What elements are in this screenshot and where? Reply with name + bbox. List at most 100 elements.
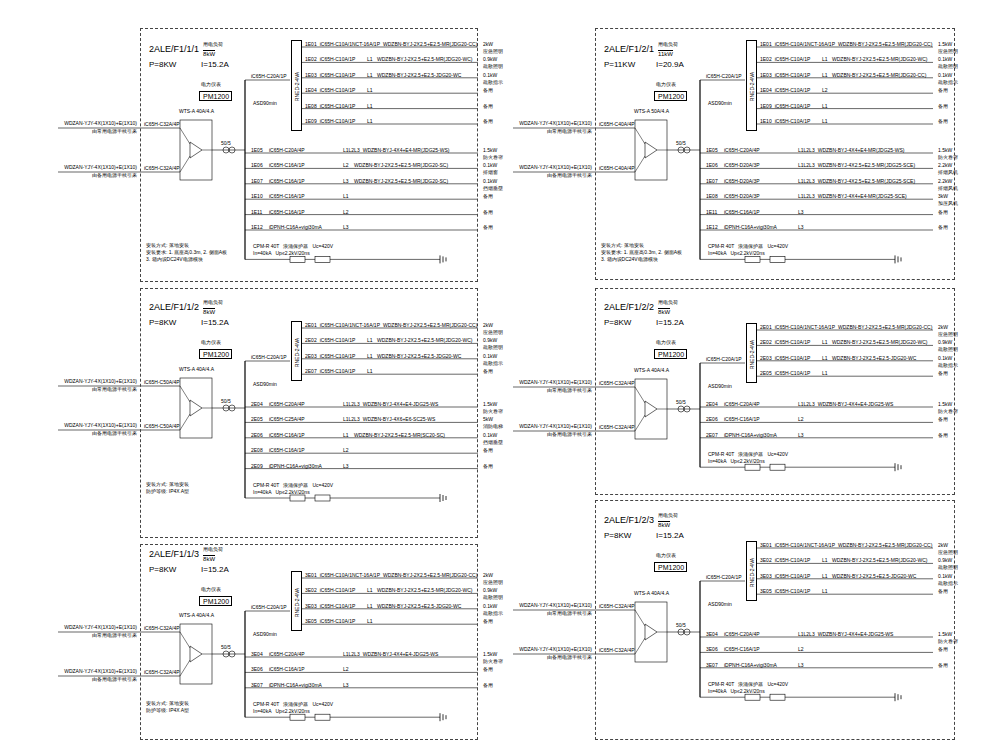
- load-power: 0.1kW: [483, 163, 497, 168]
- load-use: 应急照明: [483, 580, 503, 585]
- load-use: 备用: [483, 464, 493, 469]
- load-use: 备用: [938, 88, 948, 93]
- circuit-number: 1E03: [760, 73, 772, 78]
- load-label: 用电负荷: [658, 301, 678, 306]
- circuit-number: 2E06: [706, 417, 718, 422]
- phase-label: L1: [822, 73, 828, 78]
- load-power: 0.9kW: [483, 338, 497, 343]
- breaker-model: iC65H-C10A/1P: [320, 104, 356, 109]
- wire: [700, 363, 745, 364]
- ground-symbol: [898, 256, 899, 262]
- spd-voltage: Uc=420V: [312, 702, 333, 707]
- ats-contact: [180, 386, 190, 402]
- phase-label: L2: [343, 667, 349, 672]
- load-power: 0.9kW: [483, 588, 497, 593]
- ats-symbol: [645, 142, 657, 158]
- load-use: 疏散照明: [483, 64, 503, 69]
- wire: [667, 409, 700, 410]
- spd-element: [745, 464, 760, 470]
- ats-contact: [657, 632, 667, 633]
- cable-spec: WDZBN-BYJ-2X2.5+E2.5-MR(JDG20-SC): [354, 179, 448, 184]
- ats-model: WTS-A 50A/4.A: [634, 109, 669, 114]
- cable-spec: WDZBN-BYJ-2X2.5+E2.5-MR(JDG20-WC): [832, 340, 927, 345]
- current-transformer: [229, 147, 235, 153]
- breaker-model: iC65H-C10A/1NCT-16A/1P: [320, 323, 380, 328]
- incoming-cable: WDZAN-YJY-4X(1X10)+E(1X10): [64, 669, 137, 674]
- circuit-number: 1E06: [251, 163, 263, 168]
- wire: [667, 150, 700, 151]
- load-use: 备用: [938, 663, 948, 668]
- spd-voltage: Uc=420V: [312, 244, 333, 249]
- spd-model: CPM-R 40T: [253, 702, 279, 707]
- cable-spec: WDZBN-BYJ-4X4+E4-MR(JDG25-WS): [818, 148, 905, 153]
- circuit-number: 2E02: [305, 338, 317, 343]
- breaker-model: iC65H-C10A/1NCT-16A/1P: [320, 42, 380, 47]
- incoming-cable: WDZAN-YJY-4X(1X10)+E(1X10): [519, 424, 592, 429]
- wire: [58, 676, 180, 677]
- meter-label: 电力仪表: [201, 341, 221, 346]
- circuit-number: 1E05: [251, 148, 263, 153]
- main-bus: [244, 611, 245, 717]
- load-label: 用电负荷: [203, 301, 223, 306]
- current-transformer: [678, 406, 684, 412]
- spd-element: [315, 714, 330, 720]
- ats-switch: [180, 378, 212, 438]
- cable-spec: WDZBN-BYJ-2X2.5+E2.5-MR(JDG20-CC): [383, 573, 477, 578]
- distribution-panel: 2ALE/F1/2/3用电负荷8kWP=8KWI=15.2A电力仪表WTS-A …: [595, 500, 955, 740]
- wire: [245, 259, 440, 260]
- circuit-number: 2E04: [251, 402, 263, 407]
- breaker-model: iC65H-C10A/1NCT-16A/1P: [320, 573, 380, 578]
- spd-element: [290, 495, 305, 501]
- power-label: P=8KW: [149, 319, 176, 327]
- wire: [245, 498, 440, 499]
- incoming-source: 由备用电源干线引来: [547, 174, 592, 179]
- spd-element: [315, 495, 330, 501]
- circuit-number: 2E09: [251, 464, 263, 469]
- breaker-model: iC65H-C10A/1P: [775, 88, 811, 93]
- load-use: 疏散指示: [483, 80, 503, 85]
- breaker-model: iC65H-C20A/4P: [724, 148, 760, 153]
- circuit-number: 3E05: [305, 619, 317, 624]
- breaker-model: iC65H-C10A/1P: [320, 119, 356, 124]
- cable-spec: WDZBN-BYJ-4X2.5+E2.5-MR(JDG25-SCE): [818, 179, 915, 184]
- wire: [667, 632, 700, 633]
- breaker-model: iC65H-C20A/1P: [706, 575, 742, 580]
- delay-label: ASD90min: [253, 632, 277, 637]
- wire: [212, 408, 245, 409]
- spd-level: Up≤2.2kV/20ns: [276, 709, 310, 714]
- breaker-model: iDPNH-C16A+vigi30mA: [724, 663, 777, 668]
- load-use: 备用: [938, 417, 948, 422]
- load-power: 2kW: [938, 543, 948, 548]
- spd-label: 浪涌保护器: [283, 244, 308, 249]
- load-use: 应急照明: [483, 330, 503, 335]
- phase-label: L1L2L3: [798, 163, 815, 168]
- load-label: 用电负荷: [203, 43, 223, 48]
- phase-label: L1: [822, 558, 828, 563]
- breaker-model: iC65H-D20A/3P: [724, 194, 760, 199]
- ats-contact: [635, 128, 645, 144]
- wire: [58, 128, 180, 129]
- circuit-number: 3E04: [706, 632, 718, 637]
- cable-spec: WDZBN-BYJ-2X2.5+E2.5-MR(JDG20-WC): [377, 338, 472, 343]
- cable-spec: WDZBN-BYJ-2X2.5+E2.5-JDG20-WC: [377, 604, 461, 609]
- load-use: 疏散指示: [938, 581, 958, 586]
- current-label: I=15.2A: [201, 61, 229, 69]
- breaker-model: iC65H-C20A/1P: [251, 605, 287, 610]
- ct-ratio: 50/5: [676, 141, 686, 146]
- spd-current: In=40kA: [708, 689, 727, 694]
- breaker-model: iC65H-C40A/4P: [599, 166, 635, 171]
- install-note: 安装方式: 落地安装: [146, 700, 244, 706]
- load-power: 0.1kW: [938, 57, 952, 62]
- load-value: 8kW: [203, 50, 215, 57]
- spd-label: 浪涌保护器: [283, 702, 308, 707]
- phase-label: L2: [822, 88, 828, 93]
- breaker-model: iC65H-C10A/1NCT-16A/1P: [775, 325, 835, 330]
- ground-symbol: [440, 494, 441, 502]
- load-use: 应急照明: [938, 332, 958, 337]
- load-use: 应急照明: [483, 49, 503, 54]
- cable-spec: WDZBN-BYJ-2X2.5+E2.5-MR(JDG20-CC): [838, 325, 932, 330]
- main-bus: [699, 363, 700, 467]
- phase-label: L1L2L3: [343, 148, 360, 153]
- load-use: 备用: [938, 210, 948, 215]
- spd-voltage: Uc=420V: [767, 244, 788, 249]
